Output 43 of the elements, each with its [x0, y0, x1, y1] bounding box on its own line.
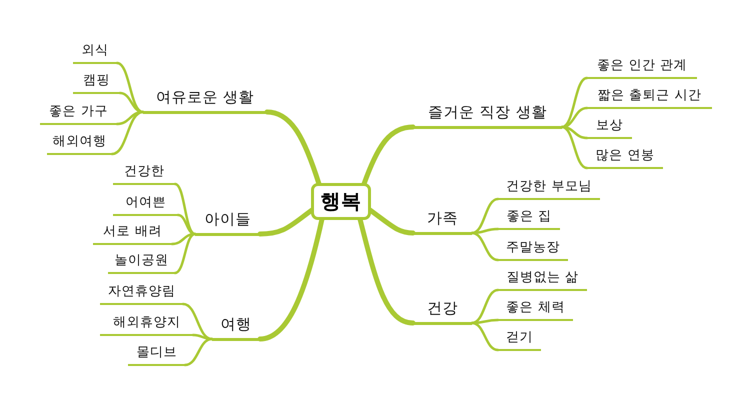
- subtopic: 건강한 부모님: [498, 178, 600, 200]
- subtopic: 걷기: [498, 329, 541, 352]
- subtopic: 많은 연봉: [587, 147, 663, 170]
- branch-line: [470, 322, 500, 352]
- branch-line: [560, 106, 588, 128]
- subtopic: 서로 배려: [93, 223, 172, 246]
- subtopic: 보상: [587, 117, 632, 140]
- branch-line: [110, 110, 144, 156]
- subtopic: 좋은 체력: [498, 299, 573, 322]
- subtopic: 놀이공원: [108, 252, 175, 274]
- branch-topic: 건강: [413, 298, 472, 325]
- branch-line: [184, 338, 214, 366]
- subtopic: 좋은 집: [498, 208, 560, 230]
- central-topic-box: 행복: [311, 183, 371, 220]
- subtopic: 캠핑: [73, 72, 120, 94]
- subtopic: 해외여행: [47, 133, 112, 156]
- branch-line: [176, 214, 196, 236]
- subtopic: 주말농장: [498, 239, 568, 262]
- branch-topic: 여유로운 생활: [143, 88, 267, 114]
- subtopic: 좋은 인간 관계: [587, 57, 697, 80]
- subtopic: 질병없는 삶: [498, 269, 587, 292]
- branch-line: [560, 76, 588, 128]
- subtopic: 자연휴양림: [100, 283, 183, 306]
- branch-line: [174, 182, 196, 236]
- subtopic: 짧은 출퇴근 시간: [587, 87, 712, 110]
- subtopic: 외식: [73, 42, 117, 64]
- branch-topic: 여행: [212, 314, 260, 341]
- branch-line: [192, 334, 214, 340]
- branch-topic: 즐거운 직장 생활: [413, 102, 562, 129]
- branch-line: [560, 126, 588, 170]
- branch-line: [470, 318, 500, 324]
- subtopic: 건강한: [113, 163, 175, 186]
- branch-topic: 가족: [413, 208, 472, 235]
- subtopic: 몰디브: [128, 344, 185, 366]
- subtopic: 좋은 가구: [40, 103, 117, 126]
- branch-line: [174, 232, 196, 274]
- branch-line: [470, 232, 500, 262]
- branch-line: [362, 124, 416, 186]
- subtopic: 해외휴양지: [100, 314, 193, 336]
- branch-line: [470, 228, 500, 234]
- branch-topic: 아이들: [195, 210, 260, 236]
- branch-line: [118, 92, 144, 114]
- subtopic: 어여쁜: [113, 194, 178, 216]
